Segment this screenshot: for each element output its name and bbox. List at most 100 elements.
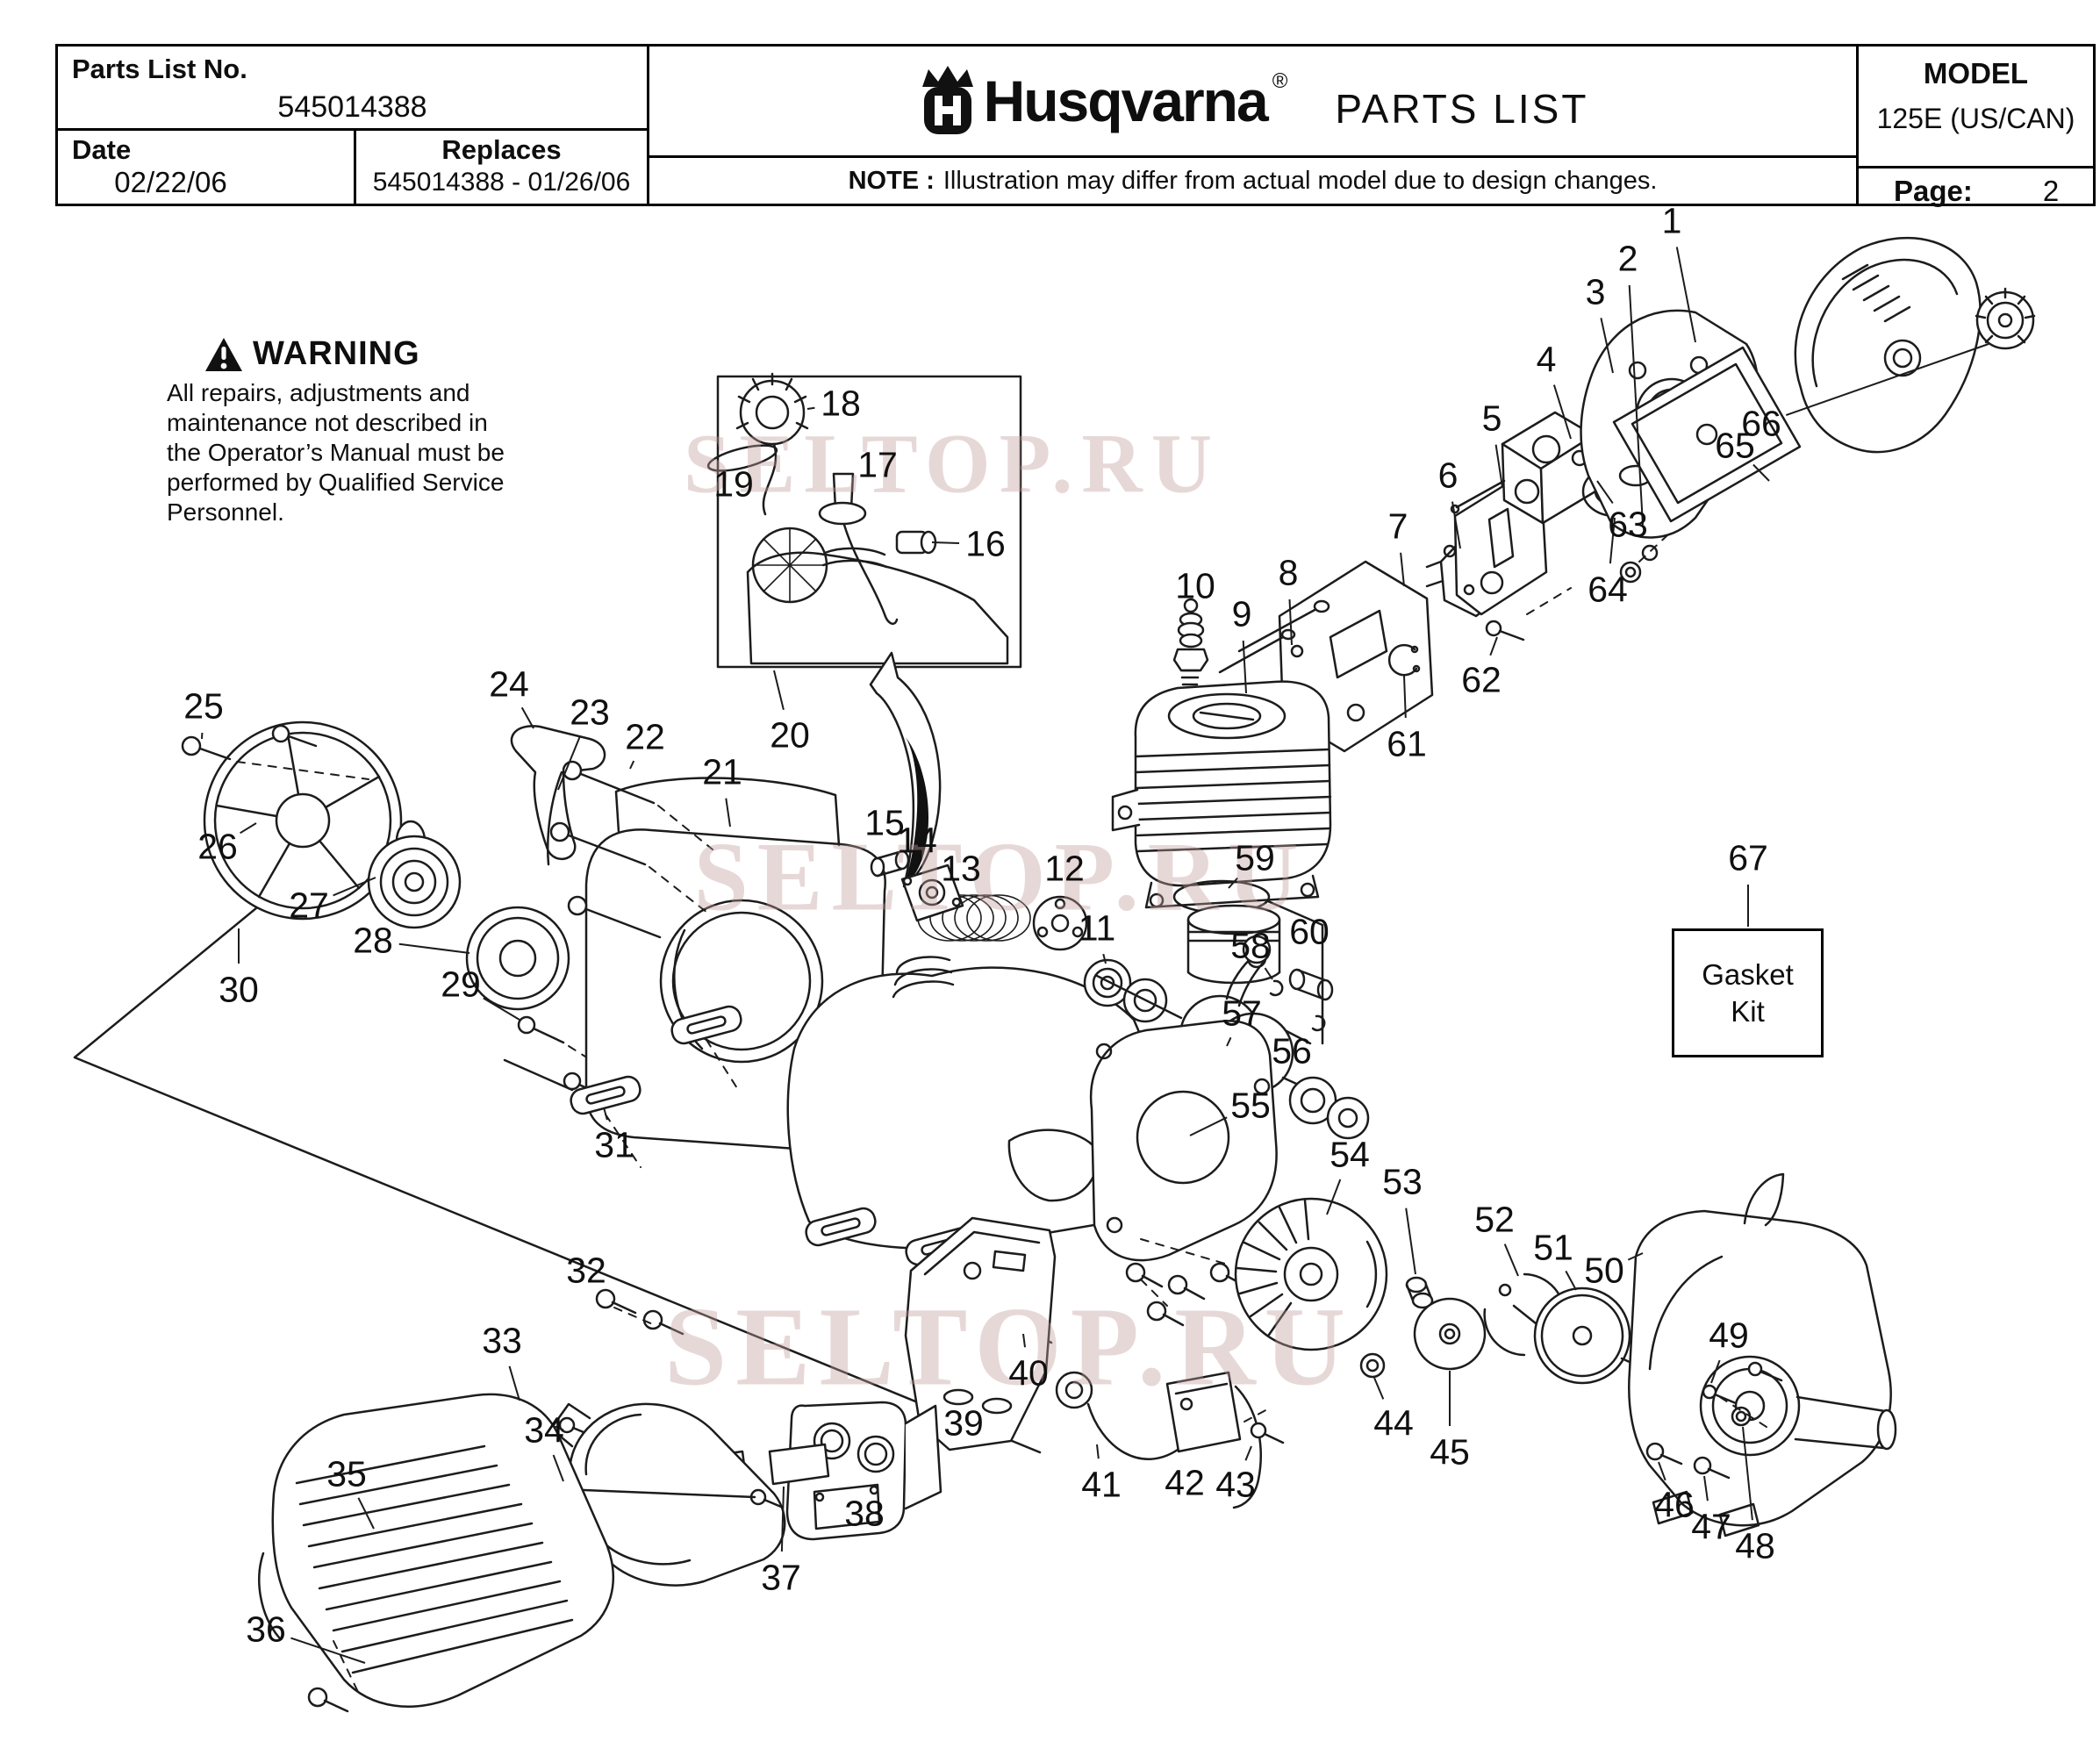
- callout-67: 67: [1728, 837, 1768, 878]
- leader-line-29: [483, 997, 520, 1021]
- callout-51: 51: [1533, 1227, 1573, 1268]
- leader-line-62: [1489, 636, 1498, 656]
- warning-line: Personnel.: [167, 498, 284, 526]
- parts-list-no-value: 545014388: [277, 90, 427, 124]
- callout-35: 35: [326, 1453, 367, 1494]
- leader-line-3: [1600, 318, 1614, 374]
- warning-line: maintenance not described in: [167, 409, 488, 436]
- callout-34: 34: [524, 1409, 564, 1451]
- leader-line-58: [1264, 967, 1273, 980]
- leader-line-26: [240, 822, 257, 835]
- callout-4: 4: [1536, 339, 1557, 380]
- leader-line-50: [1627, 1252, 1644, 1261]
- callout-21: 21: [702, 751, 742, 792]
- note-label: NOTE :: [848, 166, 935, 195]
- callout-61: 61: [1387, 723, 1427, 764]
- starter-pawl-parts-drawing: [870, 849, 1088, 951]
- callout-12: 12: [1044, 848, 1085, 889]
- callout-40: 40: [1008, 1352, 1049, 1394]
- leader-line-11: [1102, 953, 1107, 964]
- callout-55: 55: [1230, 1085, 1271, 1126]
- warning-line: performed by Qualified Service: [167, 469, 505, 496]
- callout-2: 2: [1617, 238, 1638, 279]
- leader-line-65: [1752, 463, 1770, 482]
- leader-line-44: [1373, 1377, 1385, 1400]
- header-partslist-box: Parts List No. 545014388 Date 02/22/06 R…: [55, 44, 649, 206]
- leader-line-49: [1710, 1359, 1721, 1384]
- leader-line-31: [603, 1107, 608, 1121]
- callout-37: 37: [761, 1557, 801, 1598]
- callout-54: 54: [1330, 1134, 1370, 1175]
- page-number: 2: [2042, 175, 2060, 207]
- starter-assembly-drawing: [73, 720, 1042, 1454]
- gasket-kit-line2: Kit: [1731, 994, 1765, 1028]
- callout-8: 8: [1278, 552, 1299, 593]
- leader-line-2: [1628, 284, 1644, 526]
- date-label: Date: [72, 134, 132, 165]
- callout-15: 15: [864, 802, 905, 843]
- leader-line-43: [1244, 1445, 1252, 1461]
- callout-1: 1: [1661, 200, 1682, 241]
- leader-line-20: [773, 670, 785, 711]
- replaces-label: Replaces: [441, 134, 562, 165]
- leader-line-64: [1609, 517, 1616, 564]
- warning-title: WARNING: [253, 335, 420, 372]
- callout-56: 56: [1272, 1030, 1312, 1071]
- date-cell: Date 02/22/06: [58, 131, 356, 206]
- leader-line-48: [1742, 1426, 1753, 1521]
- page-title: PARTS LIST: [1335, 86, 1589, 132]
- callout-7: 7: [1387, 505, 1408, 547]
- callout-29: 29: [441, 964, 481, 1005]
- callout-10: 10: [1175, 565, 1215, 606]
- callout-9: 9: [1231, 593, 1252, 634]
- callout-11: 11: [1078, 907, 1116, 949]
- inset-fuel-parts-drawing: [706, 372, 1022, 669]
- leader-line-55: [1189, 1116, 1228, 1136]
- clutch-cover-drawing: [1628, 1172, 1897, 1537]
- callout-20: 20: [770, 714, 810, 756]
- callout-24: 24: [489, 663, 529, 705]
- callout-28: 28: [353, 920, 393, 961]
- leader-line-24: [520, 706, 534, 729]
- muffler-group-drawing: [512, 1216, 1057, 1541]
- callout-41: 41: [1081, 1464, 1122, 1505]
- callout-42: 42: [1165, 1462, 1205, 1503]
- callout-17: 17: [857, 444, 898, 485]
- leader-line-18: [806, 406, 815, 410]
- leader-line-46: [1658, 1461, 1666, 1481]
- brand-name: Husqvarna: [983, 68, 1269, 133]
- replaces-value: 545014388 - 01/26/06: [372, 168, 631, 197]
- warning-line: the Operator’s Manual must be: [167, 439, 505, 466]
- husqvarna-crown-icon: [921, 66, 973, 134]
- callout-50: 50: [1584, 1250, 1624, 1291]
- callout-32: 32: [566, 1250, 606, 1291]
- header-title-box: Husqvarna ® PARTS LIST NOTE : Illustrati…: [647, 44, 1859, 206]
- parts-list-no-label: Parts List No.: [72, 54, 247, 84]
- callout-27: 27: [289, 885, 329, 926]
- callout-14: 14: [897, 820, 937, 861]
- warning-triangle-icon: [205, 337, 242, 371]
- leader-line-41: [1096, 1444, 1100, 1459]
- leader-line-33: [508, 1365, 520, 1401]
- callout-6: 6: [1437, 455, 1459, 496]
- callout-49: 49: [1709, 1315, 1749, 1356]
- note-text: Illustration may differ from actual mode…: [942, 166, 1658, 195]
- warning-line: All repairs, adjustments and: [167, 379, 470, 406]
- gasket-kit-line1: Gasket: [1702, 957, 1794, 991]
- leader-line-52: [1503, 1243, 1519, 1277]
- leader-line-63: [1596, 480, 1614, 504]
- warning-text: All repairs, adjustments and maintenance…: [167, 378, 579, 527]
- replaces-cell: Replaces 545014388 - 01/26/06: [356, 131, 647, 206]
- leader-line-4: [1552, 384, 1572, 440]
- leader-line-36: [290, 1637, 366, 1664]
- model-label: MODEL: [1923, 57, 2029, 90]
- callout-39: 39: [943, 1402, 984, 1444]
- leader-line-40: [1022, 1333, 1026, 1348]
- leader-line-27: [333, 877, 376, 897]
- callout-63: 63: [1608, 504, 1648, 545]
- starter-handle-drawing: [510, 725, 606, 861]
- gasket-kit-box: Gasket Kit: [1672, 928, 1824, 1057]
- callout-43: 43: [1215, 1464, 1256, 1505]
